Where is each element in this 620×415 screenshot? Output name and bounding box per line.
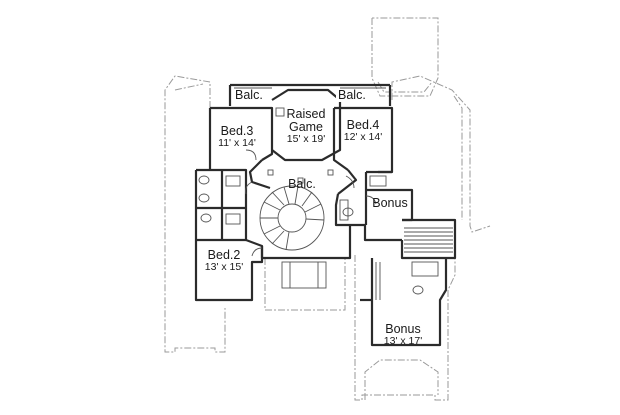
bed2-label: Bed.2 13' x 15' [198,248,250,274]
balcony-right-label: Balc. [336,88,368,103]
raised-game-name-line1: Raised [286,107,326,121]
balcony-left-label: Balc. [233,88,265,103]
walls [194,83,457,347]
bed3-name: Bed.3 [220,124,254,138]
lower-floor-outline [164,17,491,401]
bed2-name: Bed.2 [207,248,241,262]
bonus-small-label: Bonus [368,196,412,210]
bed4-name: Bed.4 [346,118,380,132]
bonus-large-dims: 13' x 17' [383,335,423,348]
balcony-right-name: Balc. [338,88,366,102]
balcony-center-name: Balc. [288,177,316,191]
balcony-center-label: Balc. [282,177,322,191]
balcony-left-name: Balc. [235,88,263,102]
bed4-label: Bed.4 12' x 14' [334,118,392,144]
bonus-small-name: Bonus [372,196,408,210]
bed3-dims: 11' x 14' [218,137,256,150]
bonus-large-label: Bonus 13' x 17' [372,322,434,348]
raised-game-name-line2: Game [288,120,324,135]
bed3-label: Bed.3 11' x 14' [210,124,264,150]
bed4-dims: 12' x 14' [343,131,383,144]
raised-game-dims: 15' x 19' [286,133,326,146]
raised-game-label: Raised Game 15' x 19' [274,107,338,146]
bonus-large-name: Bonus [385,322,421,336]
bed2-dims: 13' x 15' [204,261,244,274]
interior-details [198,87,453,300]
